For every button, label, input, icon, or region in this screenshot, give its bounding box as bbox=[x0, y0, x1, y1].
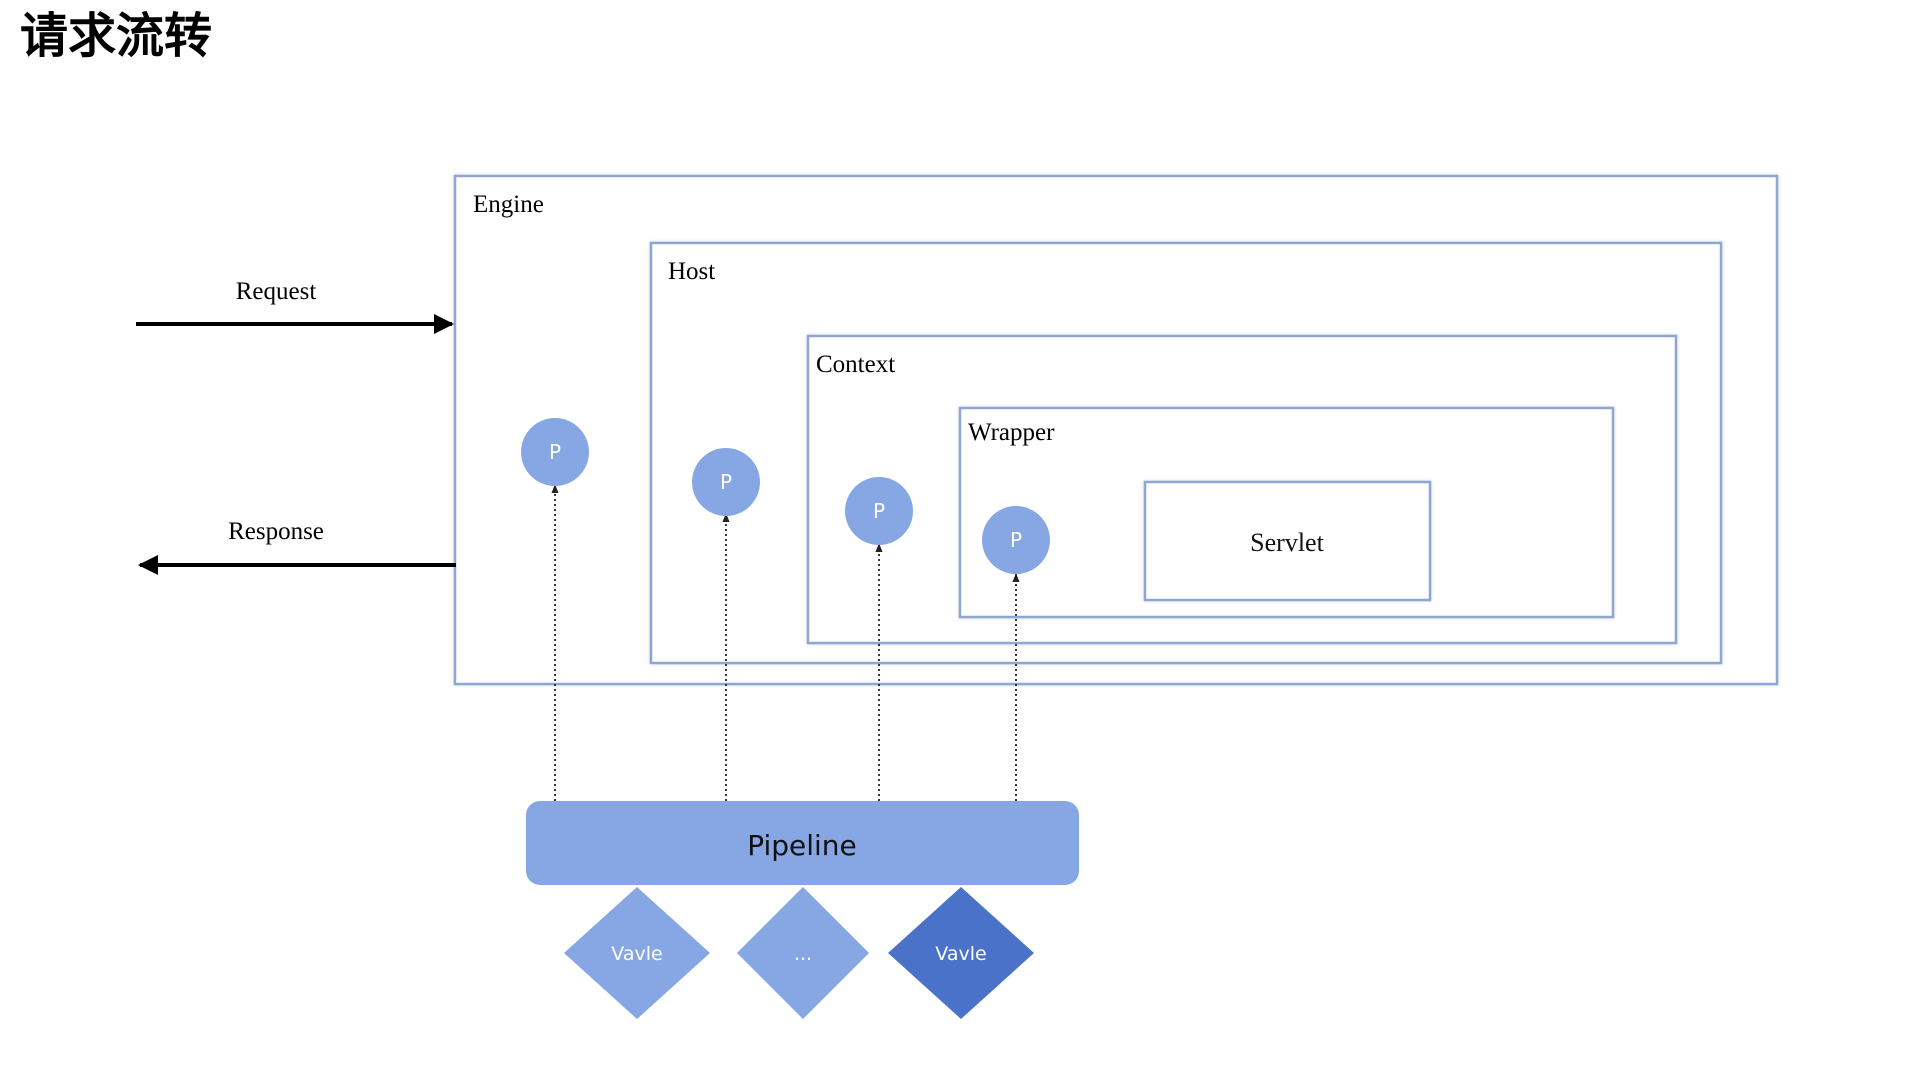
servlet-box bbox=[1143, 480, 1432, 602]
valve-shape bbox=[564, 887, 710, 1019]
point-circle bbox=[521, 418, 589, 486]
pipeline-point-engine: P bbox=[521, 418, 589, 486]
point-label: P bbox=[720, 470, 732, 494]
page-title: 请求流转 bbox=[20, 8, 213, 64]
response-flow: Response bbox=[138, 518, 456, 575]
pipeline: Pipeline bbox=[526, 801, 1079, 885]
valve-shape bbox=[737, 887, 869, 1019]
pipeline-point-wrapper: P bbox=[982, 506, 1050, 574]
request-label: Request bbox=[236, 278, 317, 305]
pipeline-label: Pipeline bbox=[747, 829, 857, 862]
point-label: P bbox=[549, 440, 561, 464]
valve-3: Vavle bbox=[888, 887, 1034, 1019]
valve-label: Vavle bbox=[935, 943, 986, 965]
pipeline-point-host: P bbox=[692, 448, 760, 516]
servlet-label: Servlet bbox=[1250, 528, 1324, 557]
valve-label: ... bbox=[794, 943, 812, 965]
point-label: P bbox=[873, 499, 885, 523]
response-label: Response bbox=[228, 518, 324, 545]
valve-1: Vavle bbox=[564, 887, 710, 1019]
servlet-container: Servlet bbox=[1143, 480, 1432, 602]
valve-shape bbox=[888, 887, 1034, 1019]
point-circle bbox=[982, 506, 1050, 574]
pipeline-bar bbox=[526, 801, 1079, 885]
engine-label: Engine bbox=[473, 191, 544, 218]
pipeline-point-context: P bbox=[845, 477, 913, 545]
valve-label: Vavle bbox=[611, 943, 662, 965]
point-label: P bbox=[1010, 528, 1022, 552]
wrapper-label: Wrapper bbox=[968, 419, 1055, 446]
point-circle bbox=[845, 477, 913, 545]
point-circle bbox=[692, 448, 760, 516]
valve-2: ... bbox=[737, 887, 869, 1019]
context-label: Context bbox=[816, 351, 895, 378]
host-label: Host bbox=[668, 258, 715, 285]
request-flow: Request bbox=[136, 278, 454, 334]
